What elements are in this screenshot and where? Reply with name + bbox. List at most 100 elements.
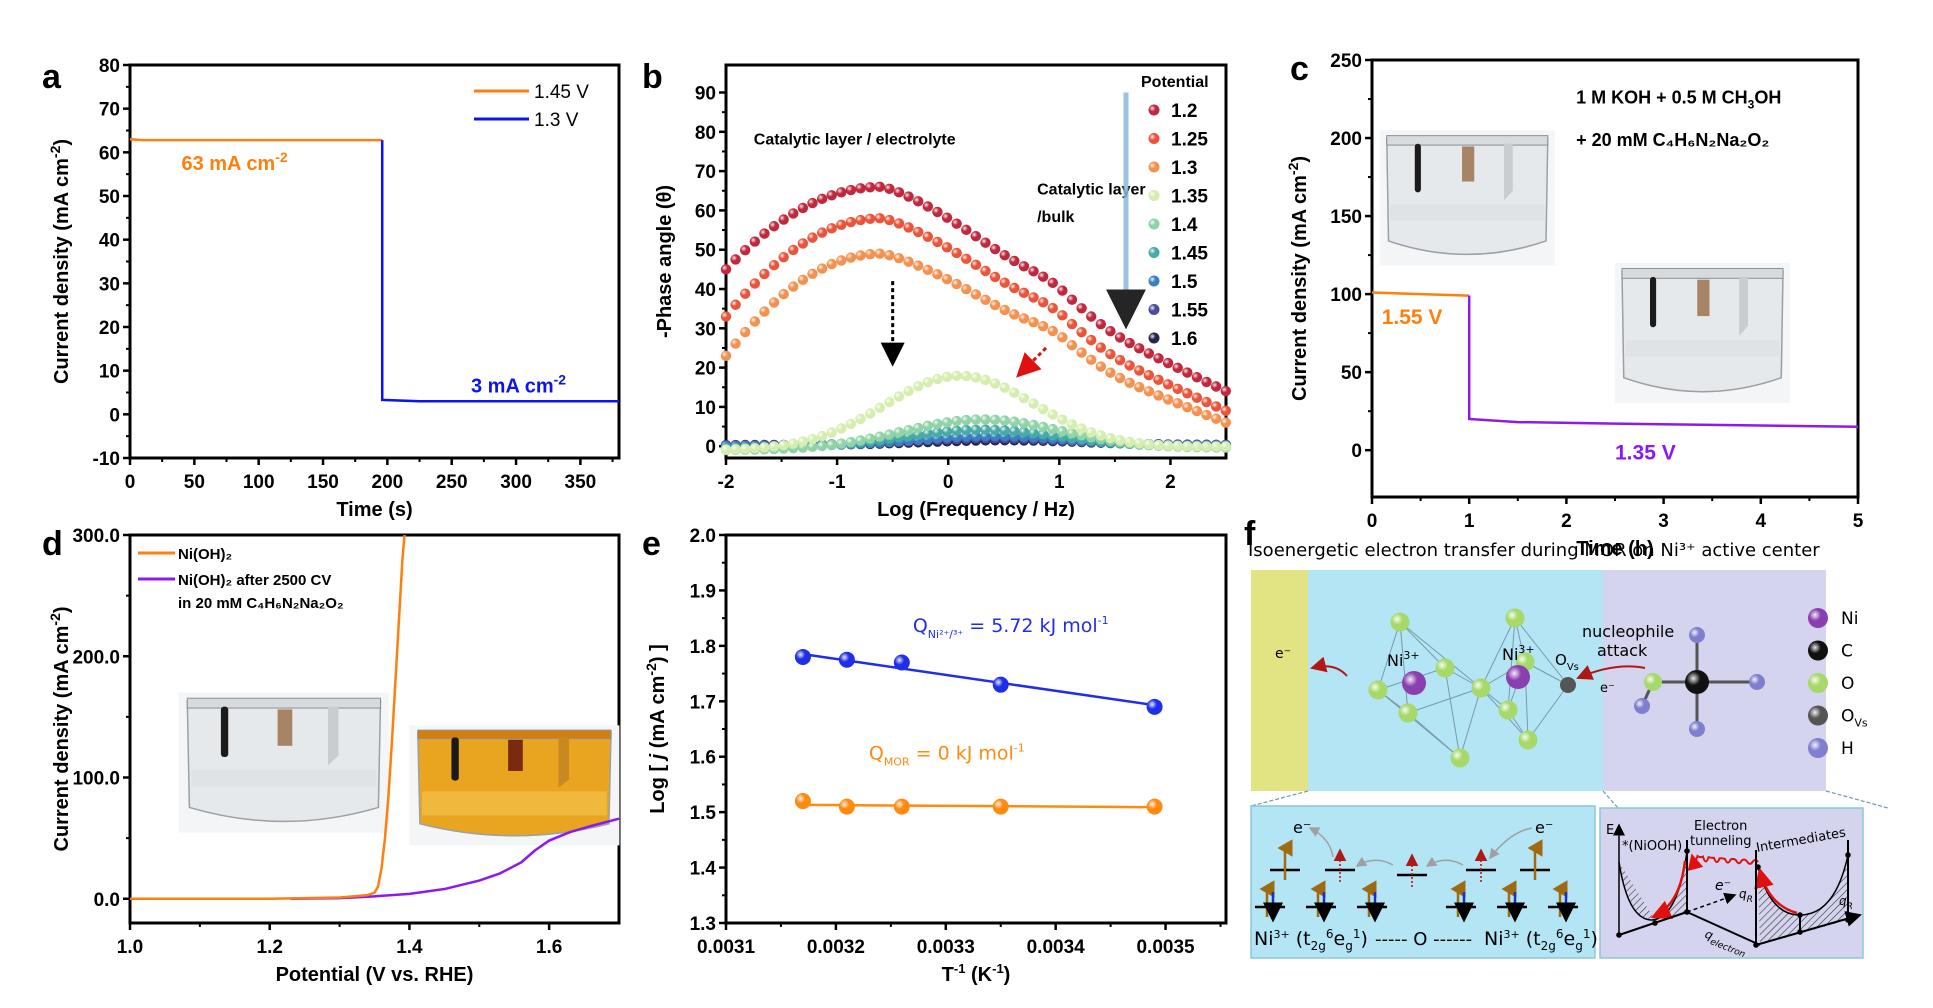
data-point-highlight: [970, 372, 982, 383]
y-tick-label: 0: [109, 405, 120, 426]
electrode-brown: [1462, 146, 1475, 182]
superscript: 3+: [1504, 928, 1520, 941]
data-point-highlight: [980, 374, 991, 386]
left-well-hatch: [1619, 851, 1687, 920]
data-point-highlight: [922, 231, 934, 242]
data-point-highlight: [740, 288, 751, 299]
legend-label: 1.5: [1171, 272, 1198, 293]
data-point-highlight: [1028, 292, 1039, 303]
annotation-Q-MOR: QMOR = 0 kJ mol-1: [869, 741, 1025, 768]
text-span: ): [1361, 928, 1368, 950]
data-point-highlight: [1114, 354, 1126, 366]
data-point-highlight: [1172, 383, 1183, 395]
data-point-highlight: [1191, 405, 1203, 417]
data-point-highlight: [1095, 361, 1107, 372]
diagram-node: [1753, 942, 1759, 948]
data-point-highlight: [922, 264, 934, 276]
diagram-node: [1616, 932, 1622, 938]
y-tick-label: 1.4: [690, 859, 717, 880]
data-point-highlight: [1153, 353, 1164, 364]
hydrogen-atom-highlight: [1689, 627, 1705, 643]
fit-line: [802, 803, 1155, 809]
electron-label: e⁻: [1535, 818, 1553, 837]
data-point-highlight: [1037, 428, 1049, 440]
data-point-highlight: [807, 232, 818, 243]
electron-label: e⁻: [1600, 681, 1615, 696]
plot-frame: [724, 533, 1228, 925]
electron-arrow-right: [1576, 665, 1646, 680]
data-point-highlight: [1037, 320, 1049, 332]
hydrogen-atom-highlight: [1749, 674, 1765, 690]
diagram-node: [1755, 864, 1761, 870]
data-point-highlight: [1095, 430, 1107, 441]
superscript: 1: [1353, 927, 1361, 941]
superscript: 3+: [1518, 643, 1534, 656]
data-point-highlight: [874, 181, 885, 193]
bond-line: [1407, 687, 1482, 714]
transfer-arrow: [1355, 856, 1394, 867]
data-point-highlight: [864, 433, 876, 444]
data-point-highlight: [749, 278, 761, 289]
panel-label: e: [642, 525, 661, 563]
data-point-highlight: [1018, 426, 1030, 438]
beaker-photo-before: [1379, 130, 1555, 266]
data-point-highlight: [989, 414, 1001, 426]
transfer-arrow: [1308, 827, 1334, 858]
data-point-highlight: [980, 414, 991, 425]
data-point-highlight: [864, 213, 876, 224]
data-point-highlight: [1009, 425, 1020, 437]
y-tick-label: 20: [695, 359, 716, 380]
x-tick-label: 1: [1464, 511, 1475, 532]
data-point-highlight: [1037, 297, 1049, 308]
diagram-node: [1845, 917, 1851, 923]
data-point-highlight: [816, 263, 828, 274]
data-point-highlight: [970, 414, 982, 425]
data-point-highlight: [951, 218, 962, 229]
data-point-highlight: [932, 418, 943, 430]
x-tick-label: 0: [125, 472, 136, 493]
data-point-highlight: [980, 237, 991, 248]
text-span: Ni: [1502, 645, 1518, 664]
y-tick-label: 10: [695, 398, 716, 419]
data-point-highlight: [1153, 439, 1164, 451]
data-point-highlight: [1037, 421, 1049, 433]
energy-label: E: [1606, 823, 1614, 838]
ovs-label: OVs: [1555, 651, 1579, 673]
beaker-rim: [417, 729, 612, 740]
data-point-highlight: [1028, 316, 1039, 328]
qR-axis: [1755, 911, 1862, 946]
y-tick-label: 1.9: [690, 581, 716, 602]
data-point-highlight: [1146, 698, 1163, 715]
data-point-highlight: [913, 422, 924, 434]
electrode-black: [451, 737, 459, 781]
data-point-highlight: [1191, 441, 1203, 452]
text-span: Ni: [1841, 609, 1858, 629]
data-point-highlight: [855, 413, 866, 425]
tunneling-wavy-arrow: [1687, 853, 1759, 871]
annotation-catalytic-bulk-2: /bulk: [1037, 209, 1074, 226]
bond-line: [1399, 621, 1482, 689]
data-point-highlight: [807, 268, 818, 279]
data-point-highlight: [1009, 282, 1020, 294]
legend-atom-Ni-highlight: [1808, 608, 1828, 628]
oxygen-atom-highlight: [1518, 730, 1538, 750]
x-tick-label: 150: [307, 472, 339, 493]
hydrogen-atom-highlight: [1689, 721, 1705, 737]
bond-line: [1480, 617, 1516, 689]
data-point-highlight: [1047, 325, 1058, 337]
data-point-highlight: [970, 259, 982, 271]
data-point-highlight: [836, 219, 847, 231]
data-point-highlight: [788, 438, 799, 449]
y-tick-label: 200: [1330, 129, 1362, 150]
x-tick-label: 0.0034: [1027, 937, 1086, 958]
qR-dashed-arrow: [1686, 892, 1737, 913]
data-point-highlight: [1124, 360, 1135, 371]
x-tick-label: 250: [436, 472, 468, 493]
text-span: 1 M KOH + 0.5 M CH: [1576, 88, 1748, 108]
data-point-highlight: [1066, 339, 1078, 351]
legend-label: 1.35: [1171, 187, 1208, 208]
data-point-highlight: [1086, 427, 1097, 438]
y-tick-label: 1.6: [690, 748, 716, 769]
data-point-highlight: [778, 288, 789, 300]
bond-line: [1527, 684, 1569, 741]
